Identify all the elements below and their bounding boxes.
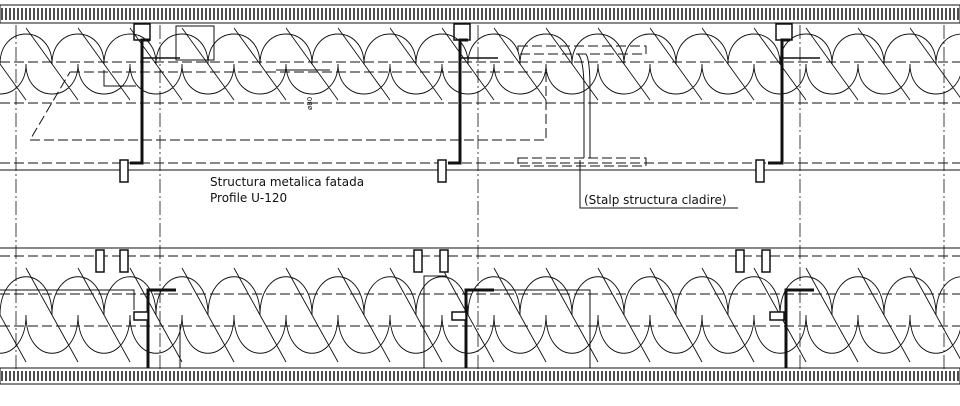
beam-outline bbox=[29, 45, 647, 167]
top-insulation-layer bbox=[0, 27, 960, 101]
top-bolts bbox=[119, 159, 765, 183]
top-cladding-band bbox=[0, 4, 960, 24]
column-note: (Stalp structura cladire) bbox=[584, 193, 727, 207]
bottom-hatch-pattern bbox=[1, 371, 959, 381]
facade-structure-note: Structura metalica fatada bbox=[210, 175, 364, 189]
column-web bbox=[577, 53, 591, 158]
top-hatch-pattern bbox=[1, 8, 959, 20]
bottom-steel-profiles bbox=[146, 288, 814, 368]
bottom-cladding-band bbox=[0, 367, 960, 385]
bottom-brackets bbox=[0, 275, 591, 368]
bottom-bolts bbox=[95, 249, 785, 321]
column-leader bbox=[579, 160, 738, 209]
profile-note: Profile U-120 bbox=[210, 191, 287, 205]
dimension-label: ø80 bbox=[306, 97, 314, 110]
bottom-insulation-layer bbox=[0, 267, 960, 363]
vertical-axis-lines bbox=[15, 25, 945, 370]
detail-frames bbox=[103, 25, 330, 87]
top-profile-brackets bbox=[133, 23, 820, 59]
